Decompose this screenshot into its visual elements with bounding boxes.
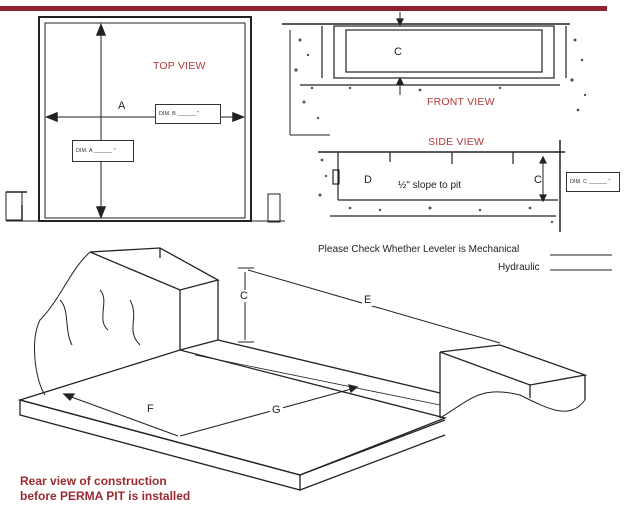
top-view-drawing (5, 16, 285, 223)
perspective-label-e: E (362, 294, 374, 306)
perspective-label-c: C (238, 290, 250, 302)
perspective-label-f: F (145, 403, 156, 415)
dim-a-field[interactable]: DIM. A ______ " (72, 140, 134, 162)
leveler-hydraulic-label: Hydraulic (498, 262, 540, 273)
caption: Rear view of construction before PERMA P… (20, 474, 190, 504)
dim-c-field[interactable]: DIM. C ______ " (566, 172, 620, 192)
top-view-label-a: A (118, 100, 126, 112)
slope-text: ½" slope to pit (398, 180, 462, 191)
side-view-title: SIDE VIEW (428, 136, 485, 148)
side-view-label-c: C (534, 174, 542, 186)
header-accent-bar (0, 6, 607, 11)
leveler-mechanical-label: Please Check Whether Leveler is Mechanic… (318, 244, 520, 255)
side-view-drawing (318, 140, 565, 232)
caption-line-2: before PERMA PIT is installed (20, 489, 191, 503)
perspective-drawing (17, 247, 588, 491)
front-view-drawing (282, 12, 587, 136)
perspective-label-g: G (270, 404, 283, 416)
front-view-title: FRONT VIEW (427, 96, 495, 108)
side-view-label-d: D (364, 174, 372, 186)
front-view-label-c: C (394, 46, 402, 58)
top-view-title: TOP VIEW (153, 60, 206, 72)
caption-line-1: Rear view of construction (20, 474, 167, 488)
dim-b-field[interactable]: DIM. B ______ " (155, 104, 221, 124)
